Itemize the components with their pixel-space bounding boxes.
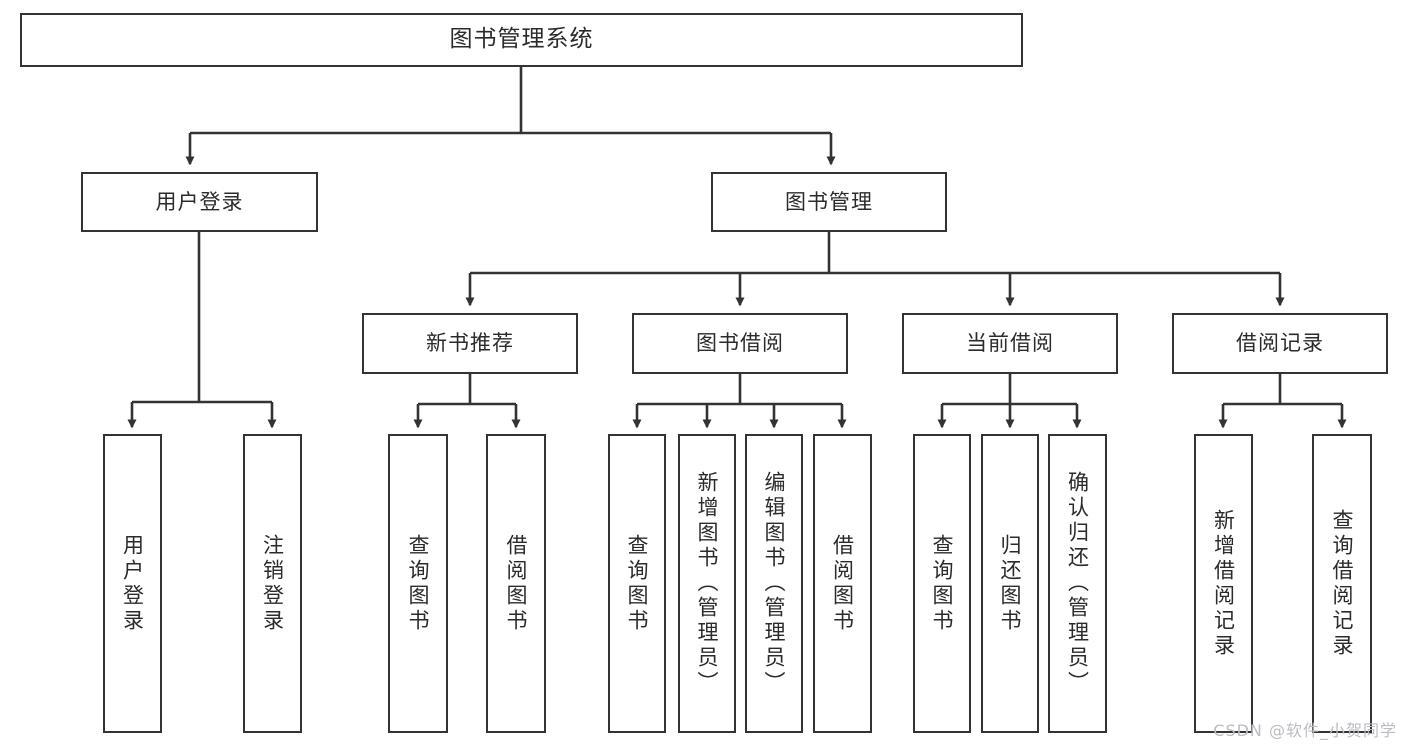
leaf-user-logout[interactable]: 注销登录 (243, 434, 302, 733)
node-root-label: 图书管理系统 (449, 26, 594, 53)
leaf-label: 借阅图书 (830, 533, 855, 634)
leaf-user-login[interactable]: 用户登录 (103, 434, 162, 733)
leaf-label: 查询图书 (625, 533, 650, 634)
watermark: CSDN @软件_小贺同学 (1213, 721, 1397, 740)
leaf-edit-book-admin[interactable]: 编辑图书（管理员） (745, 434, 803, 733)
node-new-book-recommend[interactable]: 新书推荐 (362, 313, 578, 374)
leaf-label: 查询图书 (406, 533, 431, 634)
leaf-label: 确认归还（管理员） (1065, 471, 1090, 696)
leaf-label: 注销登录 (260, 533, 285, 634)
leaf-borrow-book[interactable]: 借阅图书 (813, 434, 872, 733)
node-book-management[interactable]: 图书管理 (711, 172, 947, 232)
leaf-label: 编辑图书（管理员） (762, 471, 787, 696)
edges-borrow (632, 374, 847, 429)
edges-level2-books (465, 232, 1285, 307)
node-book-borrow[interactable]: 图书借阅 (632, 313, 848, 374)
node-new-book-recommend-label: 新书推荐 (426, 331, 514, 356)
node-current-borrow-label: 当前借阅 (966, 331, 1054, 356)
leaf-label: 借阅图书 (504, 533, 529, 634)
leaf-label: 查询图书 (930, 533, 955, 634)
leaf-label: 新增借阅记录 (1211, 508, 1236, 659)
leaf-confirm-return-admin[interactable]: 确认归还（管理员） (1048, 434, 1107, 733)
leaf-label: 查询借阅记录 (1330, 508, 1355, 659)
leaf-label: 用户登录 (120, 533, 145, 634)
leaf-query-books-recommend[interactable]: 查询图书 (388, 434, 448, 733)
edges-level2-login (127, 232, 277, 429)
leaf-query-books-current[interactable]: 查询图书 (913, 434, 971, 733)
node-user-login-label: 用户登录 (155, 189, 244, 214)
node-user-login[interactable]: 用户登录 (81, 172, 318, 232)
node-book-borrow-label: 图书借阅 (696, 331, 784, 356)
leaf-add-borrow-record[interactable]: 新增借阅记录 (1194, 434, 1253, 733)
node-current-borrow[interactable]: 当前借阅 (902, 313, 1118, 374)
leaf-add-book-admin[interactable]: 新增图书（管理员） (678, 434, 736, 733)
leaf-query-books-borrow[interactable]: 查询图书 (608, 434, 666, 733)
leaf-label: 归还图书 (998, 533, 1023, 634)
leaf-query-borrow-record[interactable]: 查询借阅记录 (1312, 434, 1372, 733)
edges-newbook (413, 374, 521, 429)
leaf-label: 新增图书（管理员） (695, 471, 720, 696)
edges-records (1218, 374, 1347, 429)
edges-current (937, 374, 1082, 429)
node-borrow-records-label: 借阅记录 (1236, 331, 1324, 356)
leaf-return-book[interactable]: 归还图书 (981, 434, 1039, 733)
leaf-borrow-books-recommend[interactable]: 借阅图书 (486, 434, 546, 733)
node-root[interactable]: 图书管理系统 (20, 13, 1023, 67)
edges-root (185, 67, 836, 166)
node-borrow-records[interactable]: 借阅记录 (1172, 313, 1388, 374)
node-book-management-label: 图书管理 (785, 189, 873, 214)
